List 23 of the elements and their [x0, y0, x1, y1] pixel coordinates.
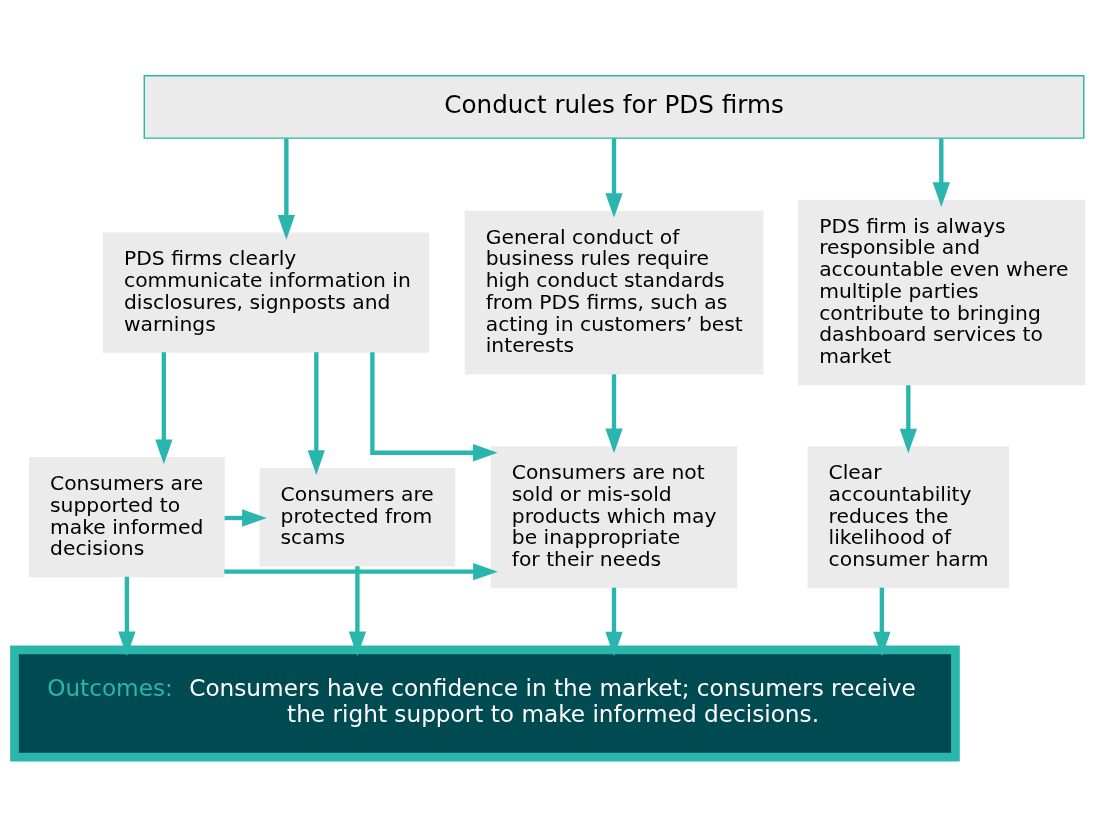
- arrow: [224, 563, 498, 581]
- arrow: [224, 509, 267, 527]
- node-box: Clear accountability reduces the likelihood of consumer harm: [807, 446, 1010, 589]
- arrow: [605, 138, 623, 218]
- arrow: [155, 352, 173, 465]
- arrow: [348, 566, 367, 657]
- arrow: [118, 576, 136, 657]
- arrow: [605, 587, 623, 657]
- arrow: [277, 138, 295, 240]
- arrow: [307, 352, 325, 475]
- node-box: Outcomes: Consumers have confidence in the market; consumers receive the right support to make informed decisions.: [10, 645, 960, 762]
- arrow: [370, 352, 498, 462]
- node-box: PDS firms clearly communicate information in disclosures, signposts and warnings: [102, 232, 430, 353]
- node-box: PDS firm is always responsible and accountable even where multiple parties contribute to bringing dashboard services to market: [798, 199, 1086, 386]
- node-box: General conduct of business rules require high conduct standards from PDS firms, such as acting in customers’ best interests: [464, 210, 764, 375]
- arrow: [873, 587, 891, 657]
- arrow: [605, 374, 623, 454]
- node-box: Conduct rules for PDS firms: [143, 75, 1085, 139]
- node-box: Consumers are supported to make informed decisions: [29, 457, 225, 578]
- node-box: Consumers are protected from scams: [259, 467, 456, 567]
- arrow: [899, 385, 917, 454]
- node-box: Consumers are not sold or mis-sold products which may be inappropriate for their needs: [490, 446, 738, 589]
- arrow: [932, 138, 950, 208]
